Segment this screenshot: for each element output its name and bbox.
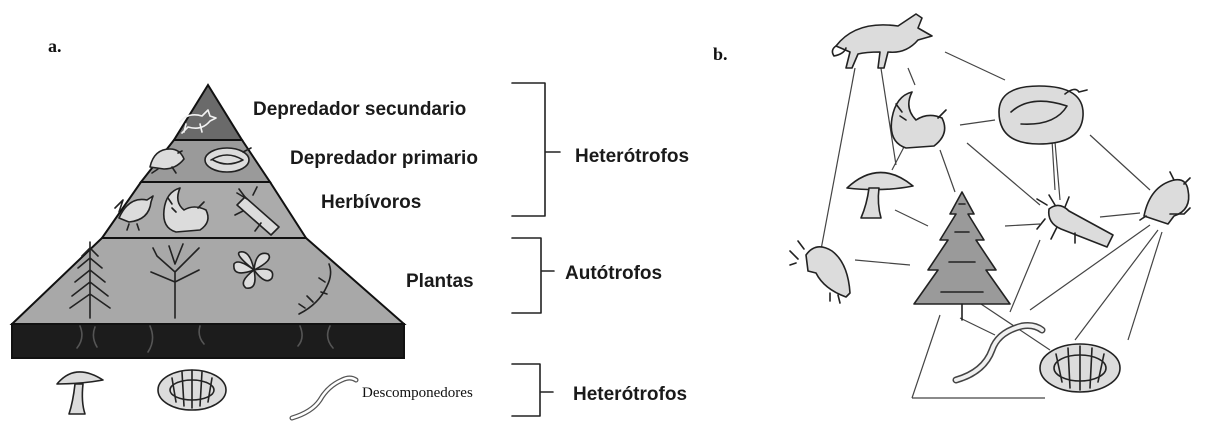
pyramid-tier-plants <box>9 237 407 325</box>
bracket-autotrophs <box>511 237 555 314</box>
level-label-primary-predator: Depredador primario <box>290 148 478 169</box>
group-label-heterotrophs-upper: Heterótrofos <box>575 146 689 167</box>
worm-icon <box>289 375 359 421</box>
snake-icon <box>204 147 252 173</box>
flower-icon <box>233 251 274 289</box>
web-pillbug-icon <box>1039 343 1121 393</box>
level-label-plants: Plantas <box>406 271 474 292</box>
bracket-heterotrophs-upper <box>511 82 561 217</box>
panel-b-letter: b. <box>713 44 728 64</box>
level-label-herbivores: Herbívoros <box>321 192 421 213</box>
web-worm-icon <box>952 322 1046 384</box>
food-web-connections <box>819 51 1163 399</box>
web-mushroom-icon <box>846 171 914 219</box>
web-pine-tree-icon <box>913 191 1011 321</box>
squirrel-icon <box>162 187 209 233</box>
bracket-heterotrophs-bottom <box>511 363 554 417</box>
insect-icon <box>234 186 280 236</box>
web-snake-icon <box>998 85 1088 145</box>
vine-plant-icon <box>298 263 332 315</box>
web-insect-icon <box>1036 194 1114 248</box>
web-bird-icon <box>789 240 851 304</box>
pyramid-soil-base <box>11 323 405 359</box>
web-squirrel-icon <box>890 91 947 149</box>
frog-icon <box>149 148 185 174</box>
web-frog-icon <box>1139 171 1191 225</box>
pillbug-icon <box>157 369 227 411</box>
mushroom-icon <box>56 371 104 415</box>
bird-icon <box>114 195 154 231</box>
level-label-secondary-predator: Depredador secundario <box>253 99 466 120</box>
bare-tree-icon <box>150 243 200 319</box>
group-label-autotrophs: Autótrofos <box>565 263 662 284</box>
web-fox-icon <box>831 13 933 69</box>
fox-icon <box>179 109 217 134</box>
decomposers-label: Descomponedores <box>362 385 473 401</box>
pine-tree-icon <box>69 241 111 319</box>
group-label-heterotrophs-bottom: Heterótrofos <box>573 384 687 405</box>
panel-a-letter: a. <box>48 36 62 56</box>
